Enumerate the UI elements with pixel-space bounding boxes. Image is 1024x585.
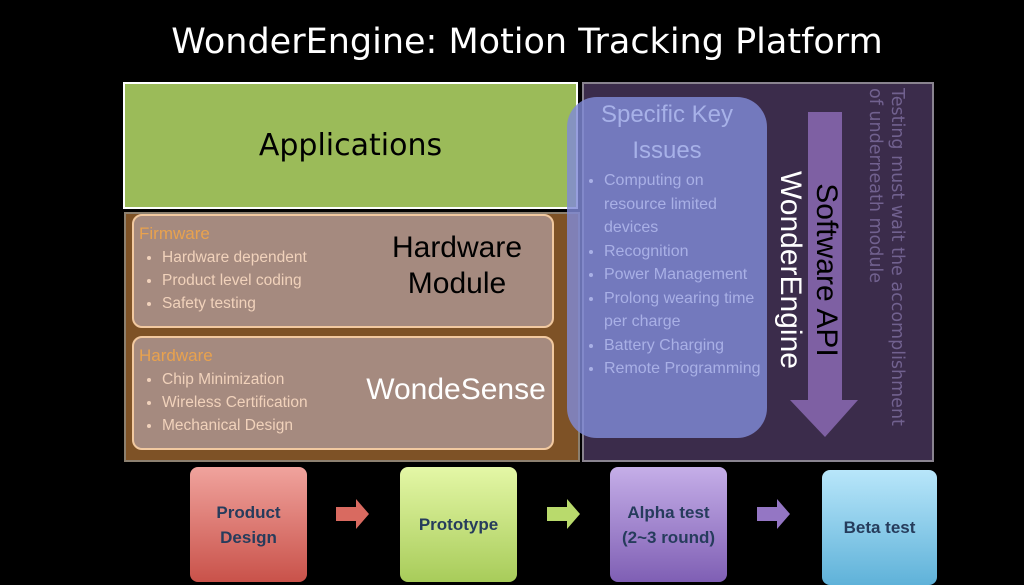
arrow-down-icon [790, 112, 858, 437]
hardware-module-name: WondeSense [366, 373, 546, 406]
step-prototype: Prototype [400, 467, 517, 582]
list-item: Safety testing [162, 292, 552, 315]
slide-title: WonderEngine: Motion Tracking Platform [171, 22, 883, 62]
software-api-name: WonderEngine [774, 171, 807, 369]
software-api-label: Software API [810, 183, 843, 357]
hardware-heading: Hardware [139, 346, 213, 365]
list-item: Battery Charging [604, 334, 767, 358]
applications-box: Applications [123, 82, 578, 209]
software-api-labels: Software API WonderEngine [770, 100, 846, 440]
list-item: Prolong wearing time per charge [604, 287, 767, 334]
arrow-right-icon [336, 499, 369, 529]
arrow-right-icon [547, 499, 580, 529]
firmware-heading: Firmware [139, 224, 210, 243]
list-item: Power Management [604, 263, 767, 287]
hardware-box: Hardware Chip Minimization Wireless Cert… [132, 336, 554, 450]
list-item: Computing on resource limited devices [604, 169, 767, 240]
step-product-design: Product Design [190, 467, 307, 582]
step-alpha-test: Alpha test (2~3 round) [610, 467, 727, 582]
firmware-box: Firmware Hardware dependent Product leve… [132, 214, 554, 328]
arrow-right-icon [757, 499, 790, 529]
list-item: Remote Programming [604, 357, 767, 381]
key-issues-box: Specific Key Issues Computing on resourc… [567, 97, 767, 438]
list-item: Recognition [604, 240, 767, 264]
hardware-module-container: Firmware Hardware dependent Product leve… [124, 212, 580, 462]
list-item: Product level coding [162, 269, 552, 292]
list-item: Mechanical Design [162, 414, 552, 437]
hardware-module-label: Hardware Module [391, 231, 523, 300]
list-item: Hardware dependent [162, 246, 552, 269]
step-beta-test: Beta test [822, 470, 937, 585]
key-issues-heading: Specific Key Issues [600, 101, 734, 164]
list-item: Wireless Certification [162, 391, 552, 414]
list-item: Chip Minimization [162, 368, 552, 391]
testing-note: Testing must wait the accomplishment of … [865, 88, 907, 426]
